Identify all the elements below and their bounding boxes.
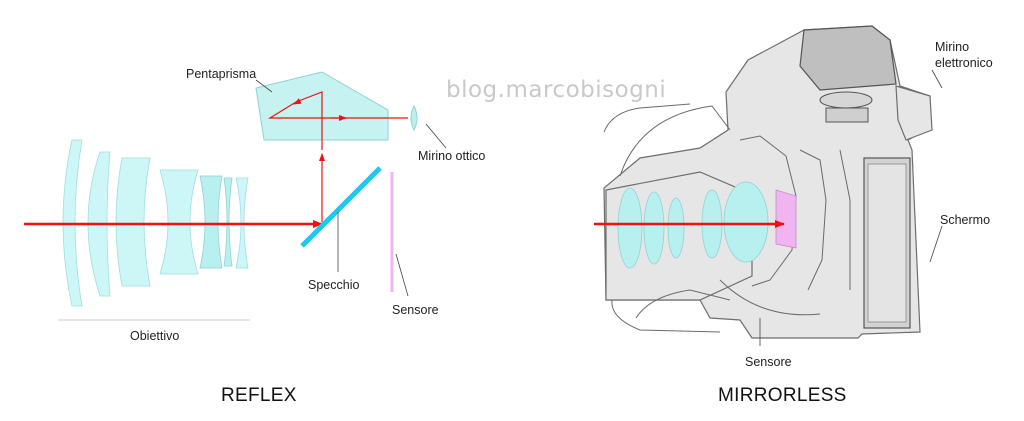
lens-barrel-ridge-4 — [635, 289, 731, 319]
mirrorless-lens-5 — [723, 181, 769, 263]
mirrorless-lens-1 — [617, 187, 643, 269]
rear-screen-bezel — [867, 163, 907, 323]
reflex-sensor-label: Sensore — [392, 303, 439, 317]
screen-label: Schermo — [940, 213, 990, 227]
mirror-label: Specchio — [308, 278, 359, 292]
viewfinder-label: Mirino ottico — [418, 149, 485, 163]
mode-dial — [819, 91, 873, 109]
lens-element-5 — [199, 175, 223, 269]
mirror-shape — [300, 166, 382, 248]
mirrorless-sensor-label: Sensore — [745, 355, 792, 369]
internal-frame-3 — [839, 149, 851, 290]
lens-barrel-ridge-2 — [603, 103, 691, 133]
reflex-diagram: Obiettivo Pentaprisma Mirino ottico Spec… — [24, 67, 485, 406]
mirrorless-lens-2 — [643, 191, 665, 265]
viewfinder-leader — [425, 123, 447, 149]
mirrorless-diagram: Mirino elettronico Schermo Sensore MIRRO… — [594, 25, 993, 406]
evf-eyecup — [895, 85, 933, 141]
internal-frame-4 — [719, 279, 821, 316]
evf-label-line1: Mirino — [935, 40, 969, 54]
lens-label: Obiettivo — [130, 329, 179, 343]
top-plate — [825, 107, 869, 123]
mirrorless-lens-3 — [667, 197, 685, 259]
reflex-title: REFLEX — [221, 385, 297, 406]
lens-barrel-ridge-3 — [611, 299, 721, 333]
mirrorless-sensor-shape — [775, 189, 797, 249]
pentaprism-leader — [255, 79, 273, 93]
sensor-leader — [395, 253, 409, 297]
lens-element-6 — [223, 177, 233, 267]
mirrorless-title: MIRRORLESS — [718, 385, 847, 406]
prism-ray-arrow-1 — [293, 98, 302, 105]
evf-housing — [799, 25, 897, 91]
internal-frame-2 — [799, 149, 827, 291]
evf-leader — [931, 69, 943, 89]
lens-barrel-ridge-1 — [619, 105, 731, 177]
screen-leader — [929, 225, 943, 263]
pentaprism-label: Pentaprisma — [186, 67, 256, 81]
evf-label-line2: elettronico — [935, 56, 993, 70]
lens-element-3 — [115, 157, 151, 287]
viewfinder-eyepiece — [410, 104, 418, 132]
watermark-text: blog.marcobisogni — [446, 77, 666, 103]
lens-element-4 — [159, 169, 199, 275]
